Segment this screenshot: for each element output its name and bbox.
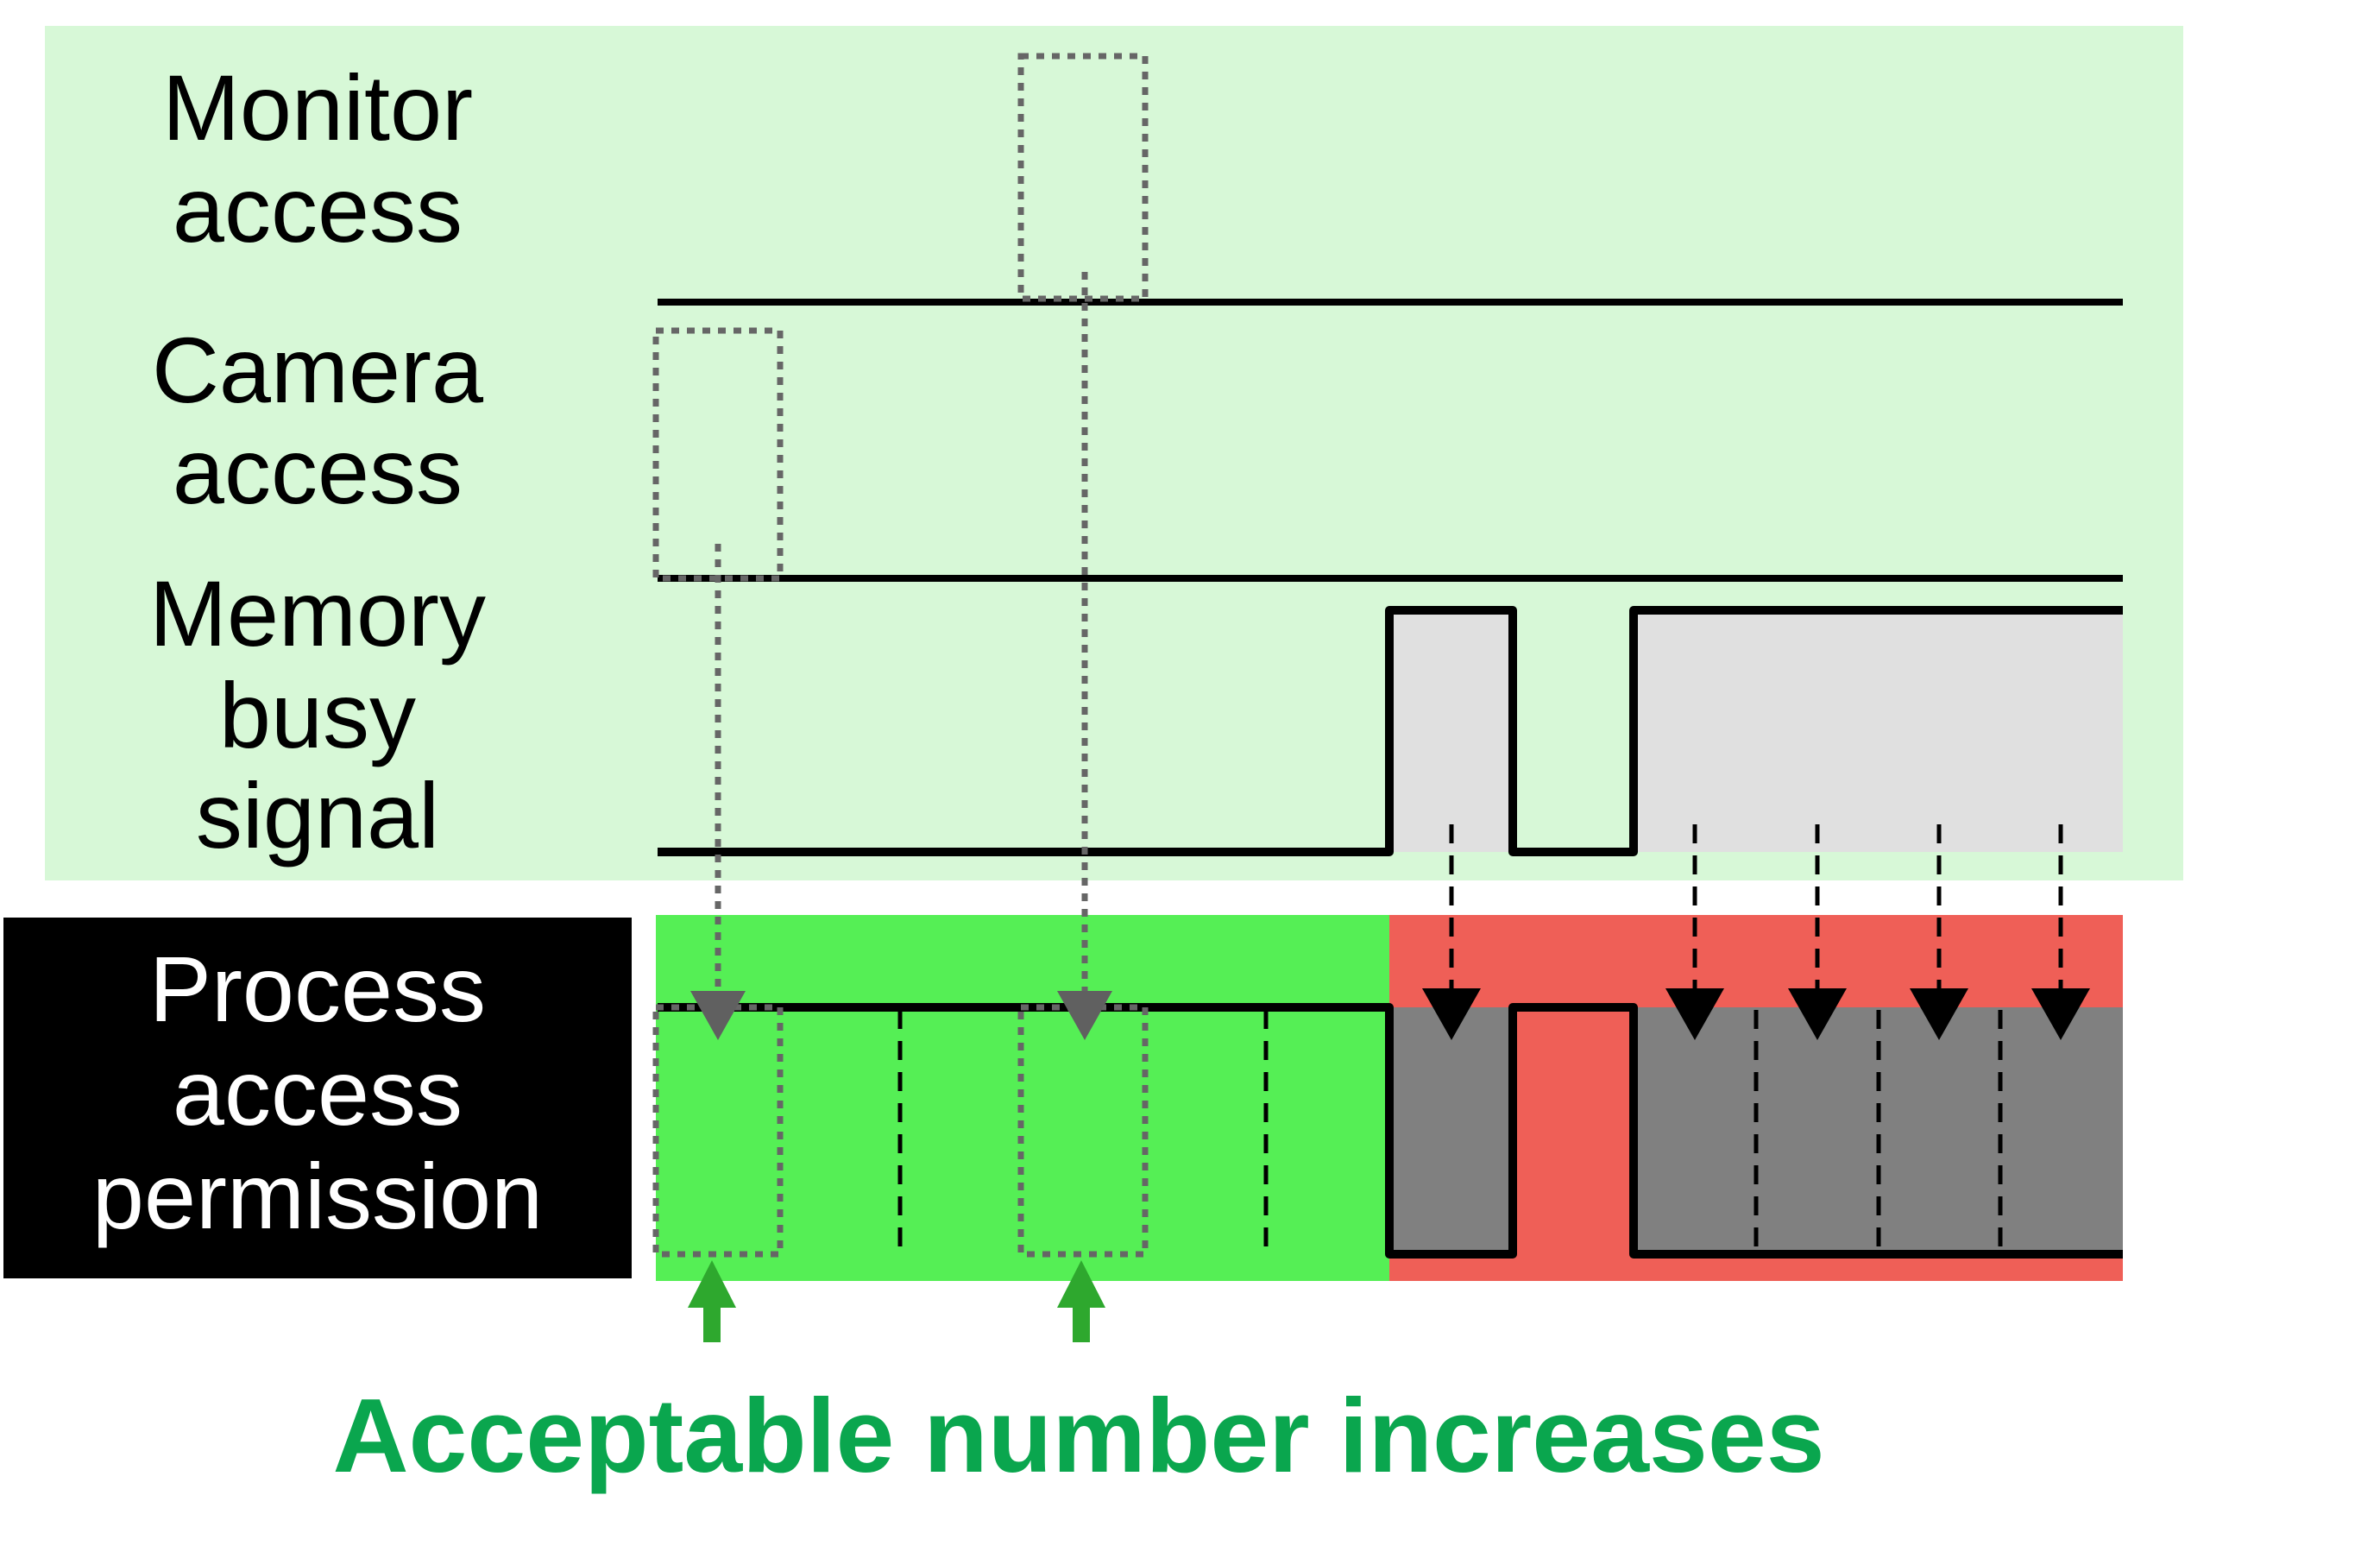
camera-access-label-line2: access bbox=[173, 419, 463, 523]
busy-block-arrows bbox=[1422, 824, 2090, 1040]
memory-busy-pulse-1 bbox=[1389, 610, 1513, 852]
memory-busy-label-line3: signal bbox=[196, 763, 439, 867]
memory-busy-label-line2: busy bbox=[219, 663, 416, 767]
process-label-line2: access bbox=[173, 1040, 463, 1145]
memory-busy-label-line1: Memory bbox=[149, 561, 486, 666]
monitor-access-label-line1: Monitor bbox=[162, 55, 473, 160]
process-label-box bbox=[3, 918, 632, 1278]
memory-busy-label: Memory busy signal bbox=[149, 561, 486, 867]
camera-access-label-line1: Camera bbox=[152, 318, 484, 422]
acceptable-increase-arrows bbox=[688, 1260, 1105, 1342]
green-arrowhead bbox=[688, 1260, 736, 1308]
process-label-line1: Process bbox=[149, 937, 486, 1041]
process-blocked-fill-1 bbox=[1389, 1007, 1513, 1254]
process-label-line3: permission bbox=[92, 1144, 543, 1248]
busy-arrowhead bbox=[1788, 988, 1847, 1040]
busy-arrowhead bbox=[1422, 988, 1481, 1040]
caption-acceptable-number-increases: Acceptable number increases bbox=[332, 1377, 1824, 1494]
monitor-access-label-line2: access bbox=[173, 157, 463, 262]
monitor-connector-arrowhead bbox=[1057, 991, 1112, 1040]
memory-busy-waveform bbox=[658, 606, 2123, 856]
memory-busy-pulse-2 bbox=[1634, 610, 2123, 852]
process-access-permission-label: Process access permission bbox=[92, 937, 543, 1248]
busy-arrowhead bbox=[1665, 988, 1724, 1040]
camera-access-window bbox=[652, 327, 784, 582]
busy-arrowhead bbox=[2031, 988, 2090, 1040]
camera-access-label: Camera access bbox=[152, 318, 484, 523]
monitor-access-window bbox=[1017, 53, 1149, 302]
camera-connector-arrowhead bbox=[690, 991, 746, 1040]
green-arrowhead bbox=[1057, 1260, 1105, 1308]
permitted-region bbox=[656, 915, 1389, 1281]
monitor-access-label: Monitor access bbox=[162, 55, 473, 262]
busy-arrowhead bbox=[1910, 988, 1968, 1040]
process-permission-waveform bbox=[658, 1003, 2123, 1259]
